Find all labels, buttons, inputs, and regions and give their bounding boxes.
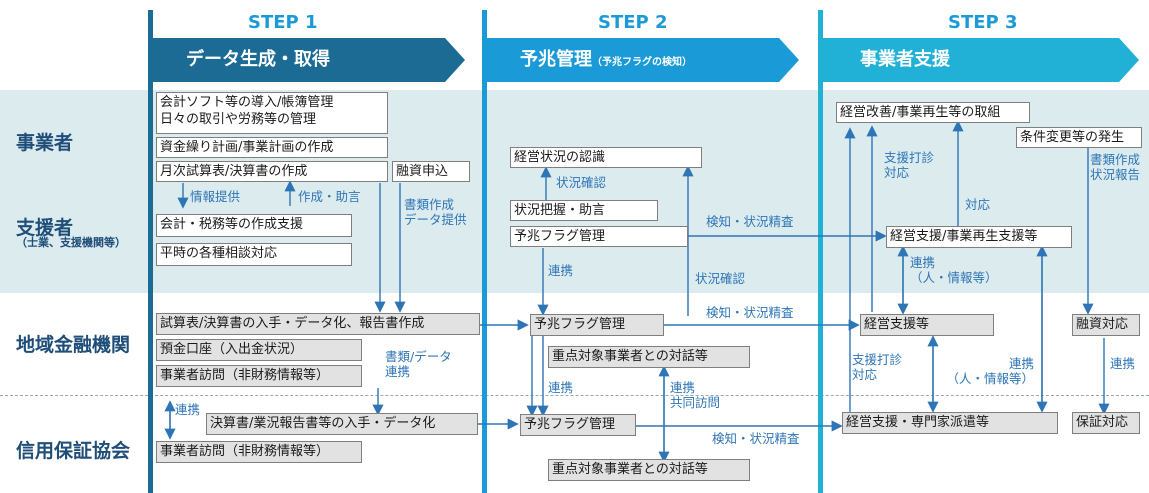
step2-bar [482, 10, 487, 493]
row-label-regional-bank: 地域金融機関 [16, 334, 131, 356]
label-support-offer-2: 支援打診 対応 [852, 352, 902, 382]
label-guarantee-link: 連携 [175, 402, 201, 417]
label-status-check-2: 状況確認 [695, 271, 746, 286]
label-detect-3: 検知・状況精査 [712, 431, 800, 446]
box-support-regeneration: 経営支援/事業再生支援等 [886, 226, 1072, 248]
box-cashflow-plan: 資金繰り計画/事業計画の作成 [156, 137, 388, 158]
box-accounting-software-line2: 日々の取引や労務等の管理 [160, 112, 317, 127]
box-flag-guarantee: 予兆フラグ管理 [520, 414, 636, 436]
step1-bar [148, 10, 153, 493]
box-bank-visit: 事業者訪問（非財務情報等） [156, 365, 362, 387]
label-doc-create-line1: 書類作成 [404, 197, 455, 212]
box-condition-change: 条件変更等の発生 [1016, 127, 1142, 148]
label-support-offer-1-line2: 対応 [884, 165, 910, 180]
step3-title: STEP 3 [948, 12, 1018, 33]
row-sublabel-supporter: （士業、支援機関等） [16, 236, 126, 249]
label-link-s2-1: 連携 [548, 263, 574, 278]
step2-title: STEP 2 [598, 12, 668, 33]
row-label-supporter: 支援者 [16, 217, 74, 239]
box-deposit-account: 預金口座（入出金状況） [156, 339, 362, 361]
step1-chevron-label: データ生成・取得 [186, 49, 330, 70]
label-detect-2: 検知・状況精査 [706, 305, 794, 320]
box-expert-dispatch: 経営支援・専門家派遣等 [842, 412, 1058, 434]
label-doc-data-link-line1: 書類/データ [385, 349, 452, 364]
box-accounting-support: 会計・税務等の作成支援 [156, 214, 352, 237]
box-guarantee-data: 決算書/業況報告書等の入手・データ化 [206, 413, 478, 435]
box-accounting-software: 会計ソフト等の導入/帳簿管理 日々の取引や労務等の管理 [156, 92, 388, 134]
box-flag-supporter: 予兆フラグ管理 [510, 226, 688, 247]
step1-title: STEP 1 [248, 12, 318, 33]
box-accounting-software-line1: 会計ソフト等の導入/帳簿管理 [160, 95, 334, 110]
box-status-advice: 状況把握・助言 [510, 200, 658, 221]
label-status-check-1: 状況確認 [556, 175, 607, 190]
label-joint-visit: 連携 共同訪問 [670, 380, 720, 410]
label-link-people-1-line2: （人・情報等） [910, 270, 998, 285]
step3-chevron-label: 事業者支援 [860, 49, 950, 70]
row-divider [0, 395, 1149, 396]
box-statement-acquisition: 試算表/決算書の入手・データ化、報告書作成 [156, 313, 480, 335]
label-detect-1: 検知・状況精査 [706, 214, 794, 229]
box-management-improvement: 経営改善/事業再生等の取組 [836, 102, 1030, 123]
label-support-offer-1-line1: 支援打診 [884, 150, 935, 165]
label-support-offer-1: 支援打診 対応 [884, 150, 934, 180]
box-dialogue-bank: 重点対象事業者との対話等 [548, 346, 750, 368]
step2-chevron-main: 予兆管理 [520, 49, 592, 70]
step3-chevron [823, 38, 1139, 82]
box-guarantee-response: 保証対応 [1072, 412, 1140, 434]
label-support-offer-2-line2: 対応 [852, 367, 878, 382]
box-loan-response: 融資対応 [1072, 314, 1140, 336]
label-link-people-2: 連携 （人・情報等） [942, 356, 1034, 386]
box-consultation: 平時の各種相談対応 [156, 243, 352, 266]
row-label-business: 事業者 [16, 132, 74, 154]
label-doc-data-link-line2: 連携 [385, 364, 411, 379]
label-link-s2-2: 連携 [548, 380, 574, 395]
box-dialogue-guarantee: 重点対象事業者との対話等 [548, 459, 750, 481]
box-loan-application: 融資申込 [392, 161, 470, 182]
box-guarantee-visit: 事業者訪問（非財務情報等） [156, 441, 362, 463]
label-doc-create: 書類作成 データ提供 [404, 197, 467, 227]
label-doc-status-report-line2: 状況報告 [1090, 167, 1141, 182]
label-support-offer-2-line1: 支援打診 [852, 352, 903, 367]
label-doc-status-report-line1: 書類作成 [1090, 152, 1141, 167]
label-create-advise: 作成・助言 [298, 189, 361, 204]
label-link-s3: 連携 [1110, 356, 1136, 371]
label-joint-visit-line1: 連携 [670, 380, 696, 395]
label-doc-create-line2: データ提供 [404, 212, 467, 227]
box-support-bank: 経営支援等 [860, 314, 994, 336]
step2-chevron-label: 予兆管理（予兆フラグの検知） [520, 38, 692, 82]
box-monthly-statements: 月次試算表/決算書の作成 [156, 161, 388, 182]
box-flag-bank: 予兆フラグ管理 [530, 314, 664, 336]
label-link-people-2-line2: （人・情報等） [946, 371, 1034, 386]
step3-bar [818, 10, 823, 493]
step1-chevron [153, 38, 465, 82]
label-response: 対応 [965, 197, 991, 212]
label-doc-status-report: 書類作成 状況報告 [1090, 152, 1140, 182]
label-link-people-2-line1: 連携 [1008, 356, 1034, 371]
label-doc-data-link: 書類/データ 連携 [385, 349, 452, 379]
label-link-people-1-line1: 連携 [910, 255, 936, 270]
label-joint-visit-line2: 共同訪問 [670, 395, 721, 410]
step2-chevron-sub: （予兆フラグの検知） [592, 57, 692, 68]
label-link-people-1: 連携 （人・情報等） [910, 255, 998, 285]
step2-chevron [487, 38, 799, 82]
row-label-credit-guarantee: 信用保証協会 [16, 440, 131, 462]
box-business-awareness: 経営状況の認識 [510, 147, 702, 168]
label-info-provide: 情報提供 [190, 189, 241, 204]
